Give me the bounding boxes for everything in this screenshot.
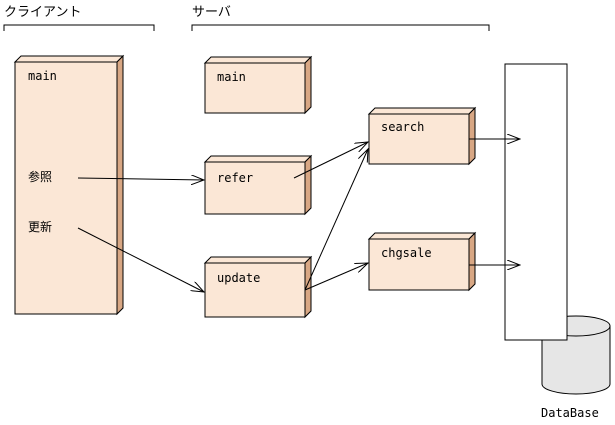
server-header: サーバ: [192, 5, 231, 20]
update-box: [203, 255, 313, 319]
search-label: search: [381, 120, 425, 134]
client-main-label: main: [28, 69, 57, 83]
arrow-update-to-search: [304, 149, 368, 291]
refer-label: refer: [217, 171, 254, 185]
client-refer-label: 参照: [28, 170, 53, 184]
database-label: DataBase: [541, 406, 599, 420]
refer-box: [203, 154, 313, 216]
client-update-label: 更新: [28, 220, 53, 234]
chgsale-box: [367, 231, 477, 292]
update-label: update: [217, 271, 261, 285]
server-main-label: main: [217, 70, 246, 84]
server-bracket: [191, 24, 490, 31]
arrow-update-to-chgsale: [304, 263, 368, 291]
search-box: [367, 106, 477, 166]
client-bracket: [3, 24, 155, 31]
client-header: クライアント: [4, 5, 82, 20]
server-main-box: [203, 55, 313, 115]
chgsale-label: chgsale: [381, 246, 432, 260]
arrow-refer-call: [77, 178, 204, 180]
database-panel: [504, 63, 568, 341]
arrow-update-call: [77, 227, 204, 292]
arrow-refer-to-search: [293, 142, 368, 179]
client-main-box: [13, 54, 125, 316]
